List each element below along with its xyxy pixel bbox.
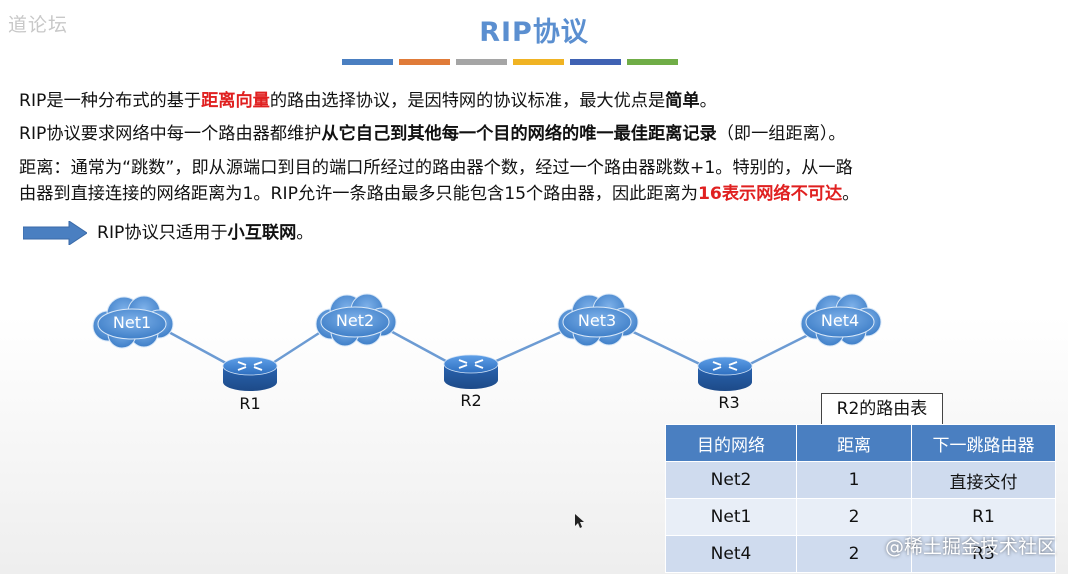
cell-next: R3 bbox=[911, 535, 1056, 573]
link-net1-r1 bbox=[164, 328, 236, 370]
cell-dist: 1 bbox=[796, 461, 912, 499]
p2-bold: 从它自己到其他每一个目的网络的唯一最佳距离记录 bbox=[321, 124, 717, 144]
cloud-label: Net4 bbox=[821, 311, 859, 330]
route-table: 目的网络 距离 下一跳路由器 Net2 1 直接交付 Net1 2 R1 Net… bbox=[665, 424, 1056, 573]
column-header: 下一跳路由器 bbox=[911, 424, 1056, 462]
watermark: @稀土掘金技术社区 bbox=[885, 536, 1057, 558]
p2-text: RIP协议要求网络中每一个路由器都维护 bbox=[19, 124, 322, 144]
page-title: RIP协议 bbox=[479, 17, 589, 48]
cloud-net1: Net1 bbox=[92, 295, 174, 349]
p1-text: 。 bbox=[699, 91, 717, 111]
p1-text: RIP是一种分布式的基于 bbox=[19, 91, 202, 111]
p1-text: 的路由选择协议，是因特网的协议标准，最大优点是 bbox=[269, 91, 666, 111]
cloud-net3: Net3 bbox=[557, 293, 639, 347]
p4-text: RIP协议只适用于 bbox=[97, 223, 228, 243]
router-label-r3: R3 bbox=[718, 393, 739, 412]
cell-net: Net2 bbox=[665, 461, 797, 499]
cloud-net2: Net2 bbox=[315, 293, 397, 347]
p3-line1: 距离：通常为“跳数”，即从源端口到目的端口所经过的路由器个数，经过一个路由器跳数… bbox=[19, 158, 853, 178]
paragraph-small-internet: RIP协议只适用于小互联网。 bbox=[97, 220, 313, 246]
link-net2-r2 bbox=[384, 326, 456, 368]
router-label-r2: R2 bbox=[460, 391, 481, 410]
p1-highlight: 距离向量 bbox=[201, 91, 270, 111]
cloud-label: Net2 bbox=[336, 311, 374, 330]
p1-bold: 简单 bbox=[665, 91, 700, 111]
router-icon-r3 bbox=[697, 356, 753, 392]
cell-next: R1 bbox=[911, 498, 1056, 536]
column-header: 目的网络 bbox=[665, 424, 797, 462]
column-header: 距离 bbox=[796, 424, 912, 462]
cell-next: 直接交付 bbox=[911, 461, 1056, 499]
color-bar bbox=[342, 59, 393, 65]
route-table-caption: R2的路由表 bbox=[821, 393, 943, 425]
p3-text: 。 bbox=[842, 184, 860, 204]
paragraph-rip-definition: RIP是一种分布式的基于距离向量的路由选择协议，是因特网的协议标准，最大优点是简… bbox=[19, 88, 1059, 114]
color-bar bbox=[570, 59, 621, 65]
p3-line2: 由器到直接连接的网络距离为1。RIP允许一条路由最多只能包含15个路由器，因此距… bbox=[19, 181, 1059, 207]
route-table-header: 目的网络 距离 下一跳路由器 bbox=[665, 424, 1056, 462]
table-row: Net1 2 R1 bbox=[665, 498, 1056, 536]
right-arrow-icon bbox=[23, 221, 87, 245]
corner-text: 道论坛 bbox=[8, 14, 69, 36]
link-net3-r3 bbox=[624, 326, 709, 370]
cell-dist: 2 bbox=[796, 535, 912, 573]
cell-net: Net4 bbox=[665, 535, 797, 573]
cloud-label: Net3 bbox=[578, 311, 616, 330]
color-bar bbox=[399, 59, 450, 65]
paragraph-distance: 距离：通常为“跳数”，即从源端口到目的端口所经过的路由器个数，经过一个路由器跳数… bbox=[19, 155, 1059, 207]
mouse-cursor-icon bbox=[575, 514, 584, 528]
table-row: Net4 2 R3 bbox=[665, 535, 1056, 573]
p4-bold: 小互联网 bbox=[227, 223, 297, 243]
p4-text: 。 bbox=[296, 223, 314, 243]
router-label-r1: R1 bbox=[239, 394, 260, 413]
cloud-net4: Net4 bbox=[800, 293, 882, 347]
color-bar bbox=[627, 59, 678, 65]
link-r3-net4 bbox=[741, 328, 819, 370]
router-icon-r2 bbox=[443, 354, 499, 390]
paragraph-rip-requirement: RIP协议要求网络中每一个路由器都维护从它自己到其他每一个目的网络的唯一最佳距离… bbox=[19, 121, 1059, 147]
color-bar bbox=[456, 59, 507, 65]
p3-text: 由器到直接连接的网络距离为1。RIP允许一条路由最多只能包含15个路由器，因此距… bbox=[19, 184, 698, 204]
title-color-bars bbox=[342, 59, 684, 65]
cell-dist: 2 bbox=[796, 498, 912, 536]
cloud-label: Net1 bbox=[113, 313, 151, 332]
table-row: Net2 1 直接交付 bbox=[665, 461, 1056, 499]
router-icon-r1 bbox=[222, 356, 278, 392]
p3-highlight: 16表示网络不可达 bbox=[697, 184, 843, 204]
color-bar bbox=[513, 59, 564, 65]
link-r2-net3 bbox=[484, 326, 571, 368]
cell-net: Net1 bbox=[665, 498, 797, 536]
p2-text: （即一组距离）。 bbox=[716, 124, 846, 144]
